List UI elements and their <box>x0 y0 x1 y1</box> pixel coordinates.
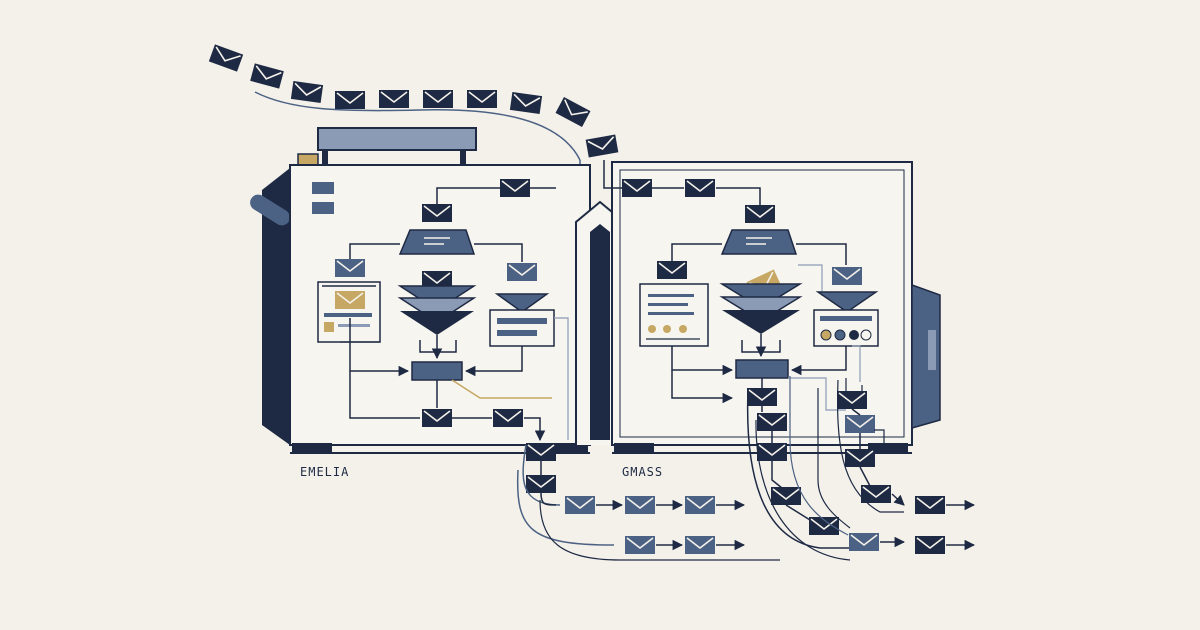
funnel-icon <box>720 229 798 255</box>
gmass-machine <box>603 160 941 454</box>
envelope-icon <box>756 412 788 432</box>
document-icon <box>813 309 879 347</box>
envelope-icon <box>624 535 656 555</box>
envelope-icon <box>525 442 557 462</box>
envelope-icon <box>378 89 410 109</box>
envelope-icon <box>746 387 778 407</box>
envelope-icon <box>844 414 876 434</box>
envelope-icon <box>249 62 285 90</box>
envelope-icon <box>844 448 876 468</box>
envelope-icon <box>421 203 453 223</box>
envelope-icon <box>506 262 538 282</box>
emelia-label: EMELIA <box>300 465 350 479</box>
funnel-icon <box>398 229 476 255</box>
envelope-icon <box>208 43 244 73</box>
envelope-icon <box>914 535 946 555</box>
envelope-icon <box>492 408 524 428</box>
envelope-icon <box>836 390 868 410</box>
emelia-machine <box>250 127 591 454</box>
envelope-icon <box>624 495 656 515</box>
envelope-icon <box>334 290 366 310</box>
envelope-icon <box>684 495 716 515</box>
envelope-icon <box>914 495 946 515</box>
envelope-icon <box>421 408 453 428</box>
envelope-icon <box>499 178 531 198</box>
envelope-icon <box>621 178 653 198</box>
envelope-icon <box>422 89 454 109</box>
envelope-icon <box>525 474 557 494</box>
envelope-icon <box>466 89 498 109</box>
envelope-icon <box>584 133 620 159</box>
envelope-icon <box>564 495 596 515</box>
envelope-icon <box>656 260 688 280</box>
envelope-icon <box>684 178 716 198</box>
chevron-stack-icon <box>397 285 477 335</box>
output-flows <box>516 376 976 561</box>
envelope-icon <box>744 204 776 224</box>
envelope-icon <box>770 486 802 506</box>
envelope-icon <box>334 258 366 278</box>
envelope-icon <box>334 90 366 110</box>
envelope-icon <box>860 484 892 504</box>
envelope-icon <box>684 535 716 555</box>
document-icon <box>489 309 555 347</box>
envelope-icon <box>290 80 324 104</box>
gmass-label: GMASS <box>622 465 664 479</box>
envelope-icon <box>831 266 863 286</box>
envelope-icon <box>554 96 592 128</box>
envelope-icon <box>848 532 880 552</box>
chevron-stack-icon <box>719 283 803 334</box>
envelope-icon <box>756 442 788 462</box>
envelope-icon <box>509 91 543 115</box>
